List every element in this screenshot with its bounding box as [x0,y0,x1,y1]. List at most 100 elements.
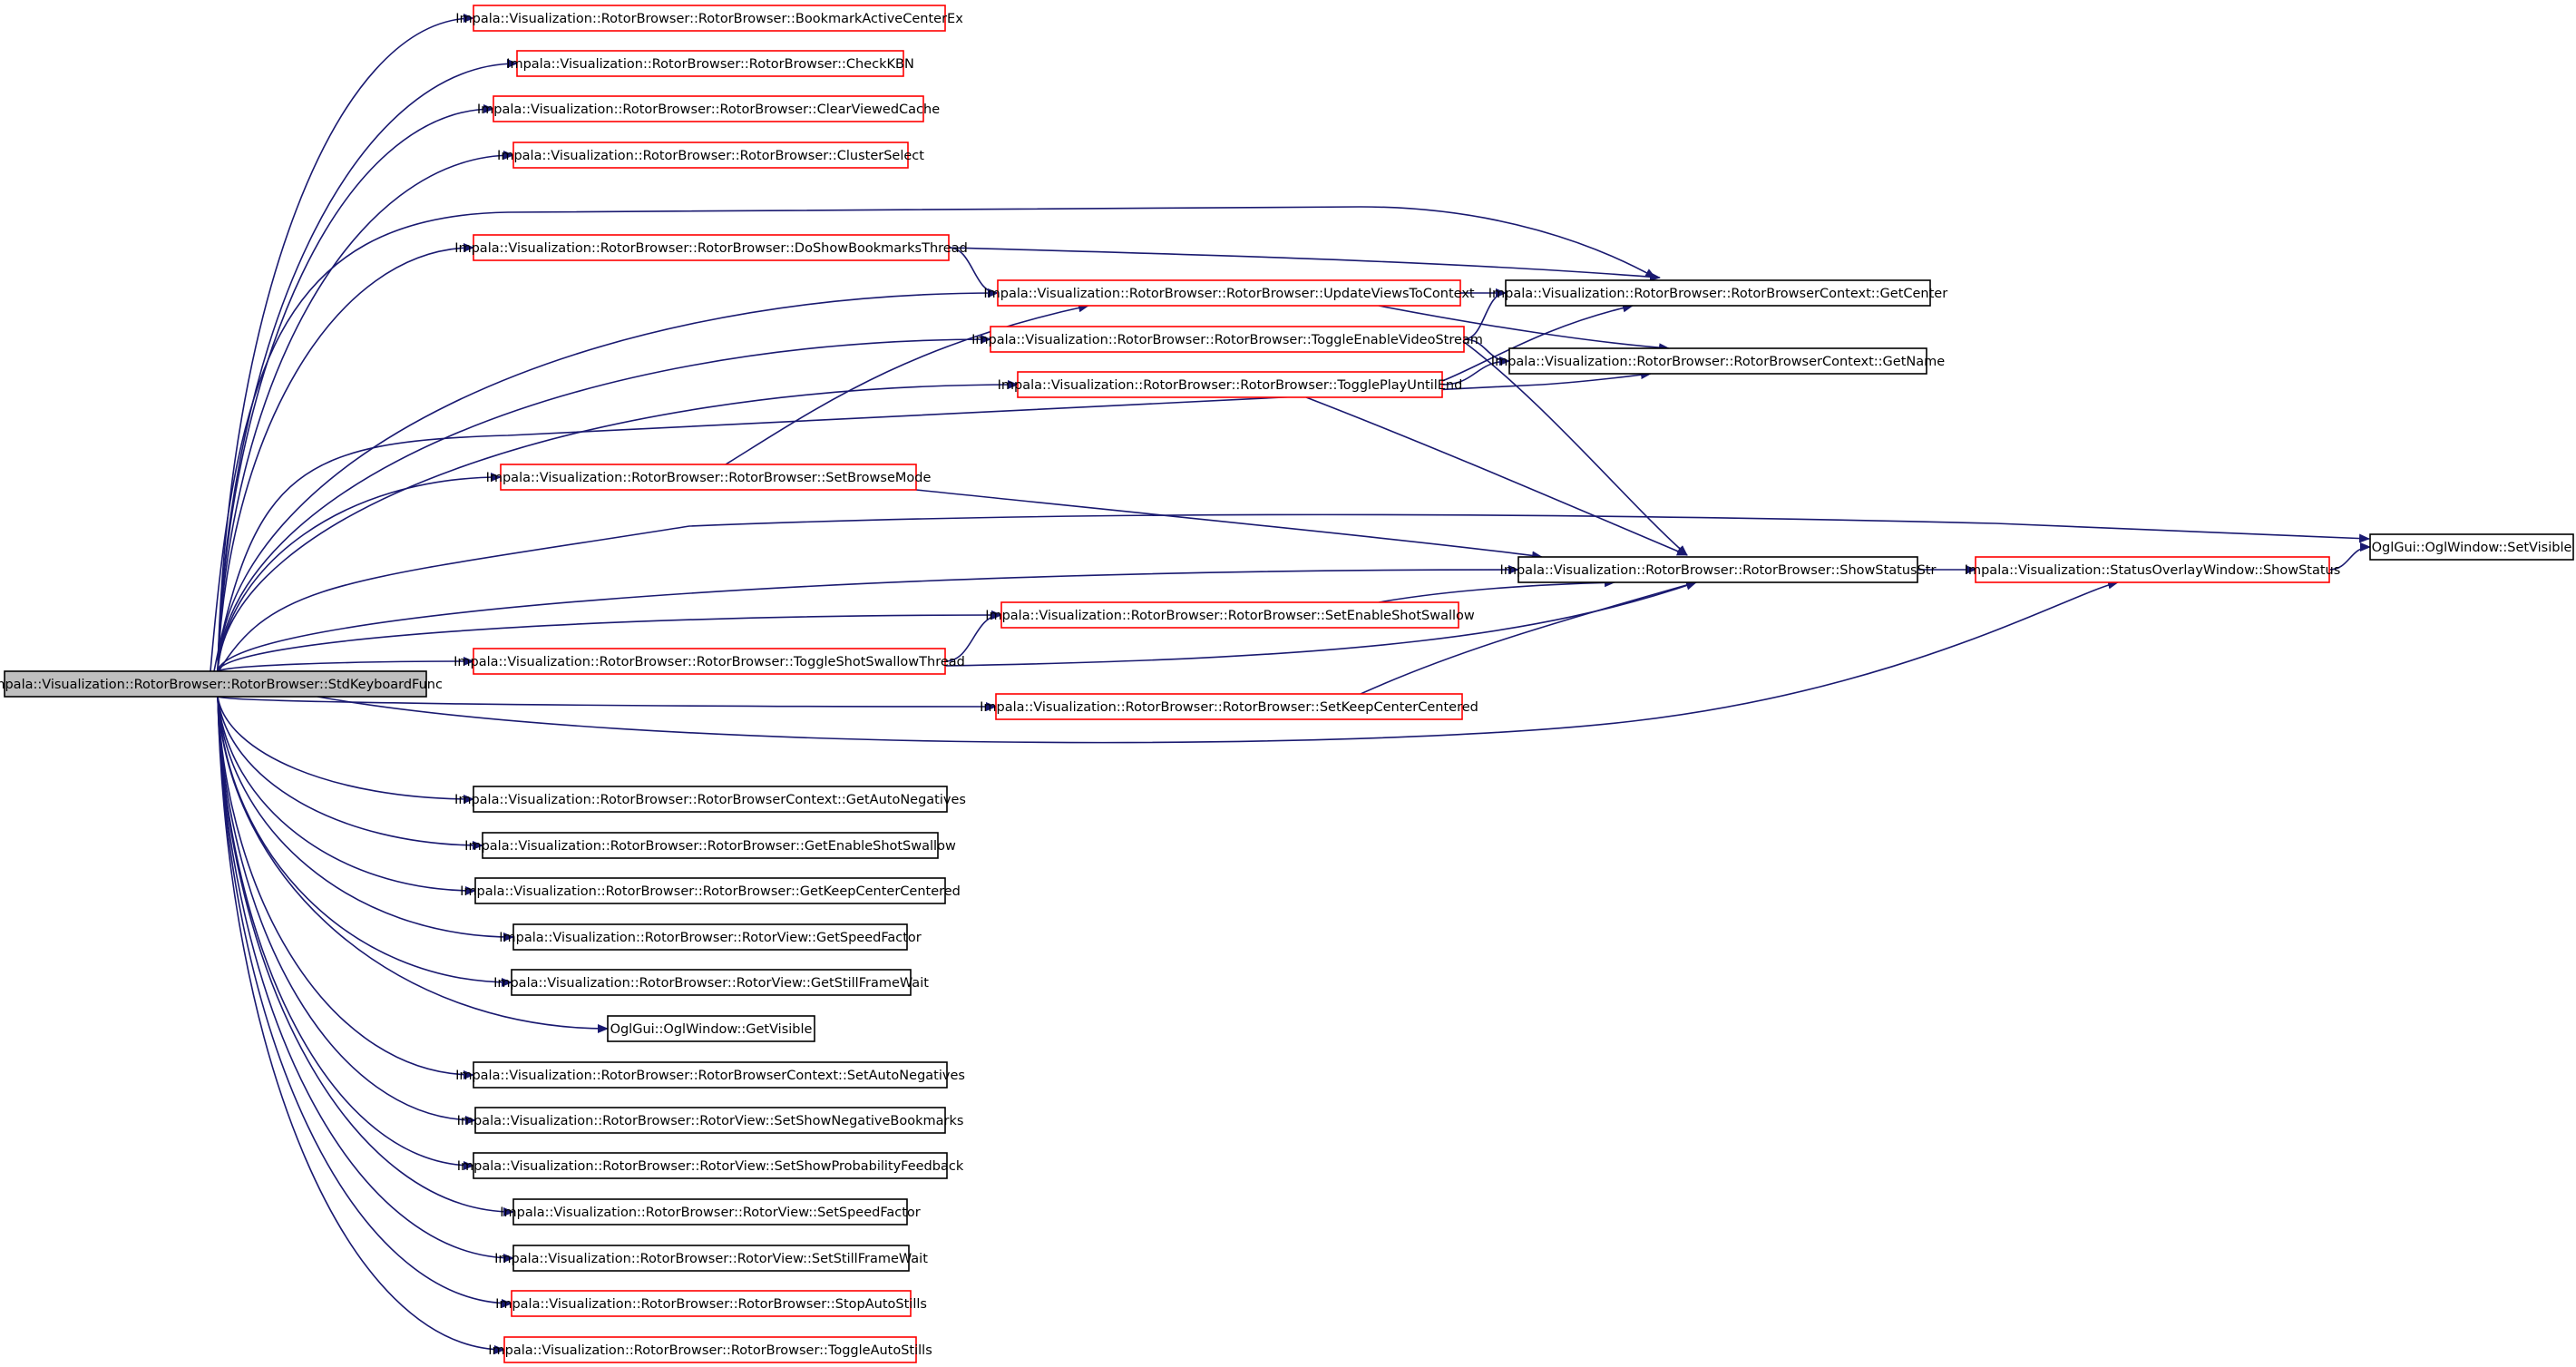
node-box [482,832,939,859]
graph-node-n10[interactable]: Impala::Visualization::RotorBrowser::Rot… [998,371,1463,398]
node-box [607,1015,815,1042]
edge-root-to-n5 [217,243,474,672]
node-box [511,969,912,996]
edge-n11-to-n6 [725,303,1089,465]
graph-node-n19: Impala::Visualization::RotorBrowser::Rot… [464,832,956,859]
node-label: Impala::Visualization::RotorBrowser::Rot… [454,241,968,256]
node-box [503,1336,917,1363]
graph-node-n24: Impala::Visualization::RotorBrowser::Rot… [455,1061,965,1089]
edge-root-to-n8 [217,335,991,672]
graph-node-n1[interactable]: Impala::Visualization::RotorBrowser::Rot… [455,5,963,32]
node-label: Impala::Visualization::RotorBrowser::Rot… [488,1343,932,1358]
edge-root-to-n4 [217,151,514,672]
node-label: Impala::Visualization::RotorBrowser::Rot… [983,287,1475,301]
node-label: OglGui::OglWindow::SetVisible [2372,541,2572,555]
node-box [516,50,904,77]
node-label: Impala::Visualization::RotorBrowser::Rot… [477,103,940,117]
edge-n17-to-n13 [1360,581,1697,695]
node-box [474,1107,946,1134]
edge-n14-to-n12 [2328,542,2371,571]
edge-root-to-n20 [217,696,476,895]
node-label: Impala::Visualization::RotorBrowser::Rot… [500,1206,921,1220]
edge-root-to-n15 [217,610,1002,672]
node-label: Impala::Visualization::RotorBrowser::Rot… [494,1252,928,1266]
node-label: Impala::Visualization::RotorBrowser::Rot… [0,678,443,692]
graph-node-n18: Impala::Visualization::RotorBrowser::Rot… [454,786,966,813]
node-label: Impala::Visualization::RotorBrowser::Rot… [495,1297,927,1312]
graph-node-n3[interactable]: Impala::Visualization::RotorBrowser::Rot… [477,95,940,122]
edges-layer [210,14,2371,1354]
node-label: Impala::Visualization::RotorBrowser::Rot… [464,839,956,854]
edge-root-to-n29 [217,696,512,1308]
node-label: Impala::Visualization::RotorBrowser::Rot… [1488,287,1947,301]
edge-root-to-n24 [217,696,474,1079]
node-box [1000,601,1459,629]
node-label: Impala::Visualization::RotorBrowser::Rot… [985,609,1475,623]
edge-root-to-n16 [217,657,474,672]
node-label: Impala::Visualization::RotorBrowser::Rot… [455,12,963,26]
node-box [512,142,909,169]
graph-node-n21: Impala::Visualization::RotorBrowser::Rot… [499,923,922,951]
node-box [4,670,427,698]
edge-root-to-n3 [217,104,494,672]
node-box [1017,371,1443,398]
graph-node-n7: Impala::Visualization::RotorBrowser::Rot… [1488,279,1947,307]
graph-node-n4[interactable]: Impala::Visualization::RotorBrowser::Rot… [497,142,924,169]
graph-node-n23: OglGui::OglWindow::GetVisible [607,1015,815,1042]
node-label: Impala::Visualization::RotorBrowser::Rot… [497,149,924,163]
node-box [512,1198,908,1225]
edge-root-to-n9 [213,370,1652,672]
node-box [493,95,924,122]
node-box [511,1290,912,1317]
node-label: Impala::Visualization::RotorBrowser::Rot… [998,378,1463,393]
edge-root-to-n10 [217,380,1019,672]
graph-node-n6[interactable]: Impala::Visualization::RotorBrowser::Rot… [983,279,1475,307]
edge-root-to-n18 [217,696,474,804]
node-label: Impala::Visualization::RotorBrowser::Rot… [455,1069,965,1083]
graph-node-n27: Impala::Visualization::RotorBrowser::Rot… [500,1198,921,1225]
graph-node-n2[interactable]: Impala::Visualization::RotorBrowser::Rot… [506,50,914,77]
graph-node-n9: Impala::Visualization::RotorBrowser::Rot… [1491,347,1945,375]
node-box [500,464,917,491]
node-box [473,234,950,261]
node-box [1975,556,2330,583]
node-box [990,326,1465,353]
graph-node-n11[interactable]: Impala::Visualization::RotorBrowser::Rot… [486,464,932,491]
graph-node-n14[interactable]: Impala::Visualization::StatusOverlayWind… [1965,556,2341,583]
graph-node-n16[interactable]: Impala::Visualization::RotorBrowser::Rot… [454,648,965,675]
edge-root-to-n13 [217,565,1519,672]
node-label: Impala::Visualization::RotorBrowser::Rot… [454,655,965,669]
edge-root-to-n21 [217,696,514,942]
node-box [473,648,946,675]
edge-n5-to-n6 [948,247,999,298]
edge-n10-to-n13 [1305,396,1688,556]
graph-node-n8[interactable]: Impala::Visualization::RotorBrowser::Rot… [971,326,1483,353]
graph-node-n22: Impala::Visualization::RotorBrowser::Rot… [493,969,929,996]
node-label: Impala::Visualization::RotorBrowser::Rot… [457,1159,964,1174]
graph-node-n13: Impala::Visualization::RotorBrowser::Rot… [1500,556,1936,583]
node-box [1508,347,1927,375]
graph-node-n29[interactable]: Impala::Visualization::RotorBrowser::Rot… [495,1290,927,1317]
edge-root-to-n11 [217,473,502,672]
graph-node-n20: Impala::Visualization::RotorBrowser::Rot… [460,877,961,904]
graph-node-n17[interactable]: Impala::Visualization::RotorBrowser::Rot… [980,693,1478,720]
edge-n10-to-n9 [1441,356,1510,386]
edge-root-to-n28 [217,696,514,1263]
node-box [1517,556,1918,583]
edge-root-to-n6 [217,288,999,672]
graph-node-n15[interactable]: Impala::Visualization::RotorBrowser::Rot… [985,601,1475,629]
node-box [473,1152,948,1179]
node-label: Impala::Visualization::RotorBrowser::Rot… [457,1114,964,1128]
node-label: Impala::Visualization::RotorBrowser::Rot… [499,931,922,945]
node-label: Impala::Visualization::RotorBrowser::Rot… [971,333,1483,347]
edge-n6-to-n9 [1378,305,1670,353]
node-box [997,279,1461,307]
node-label: Impala::Visualization::StatusOverlayWind… [1965,563,2341,578]
graph-node-n5[interactable]: Impala::Visualization::RotorBrowser::Rot… [454,234,968,261]
edge-root-to-n23 [217,696,609,1033]
graph-node-n30[interactable]: Impala::Visualization::RotorBrowser::Rot… [488,1336,932,1363]
edge-n16-to-n15 [944,610,1002,662]
edge-root-to-n27 [217,696,514,1216]
node-label: Impala::Visualization::RotorBrowser::Rot… [980,700,1478,715]
